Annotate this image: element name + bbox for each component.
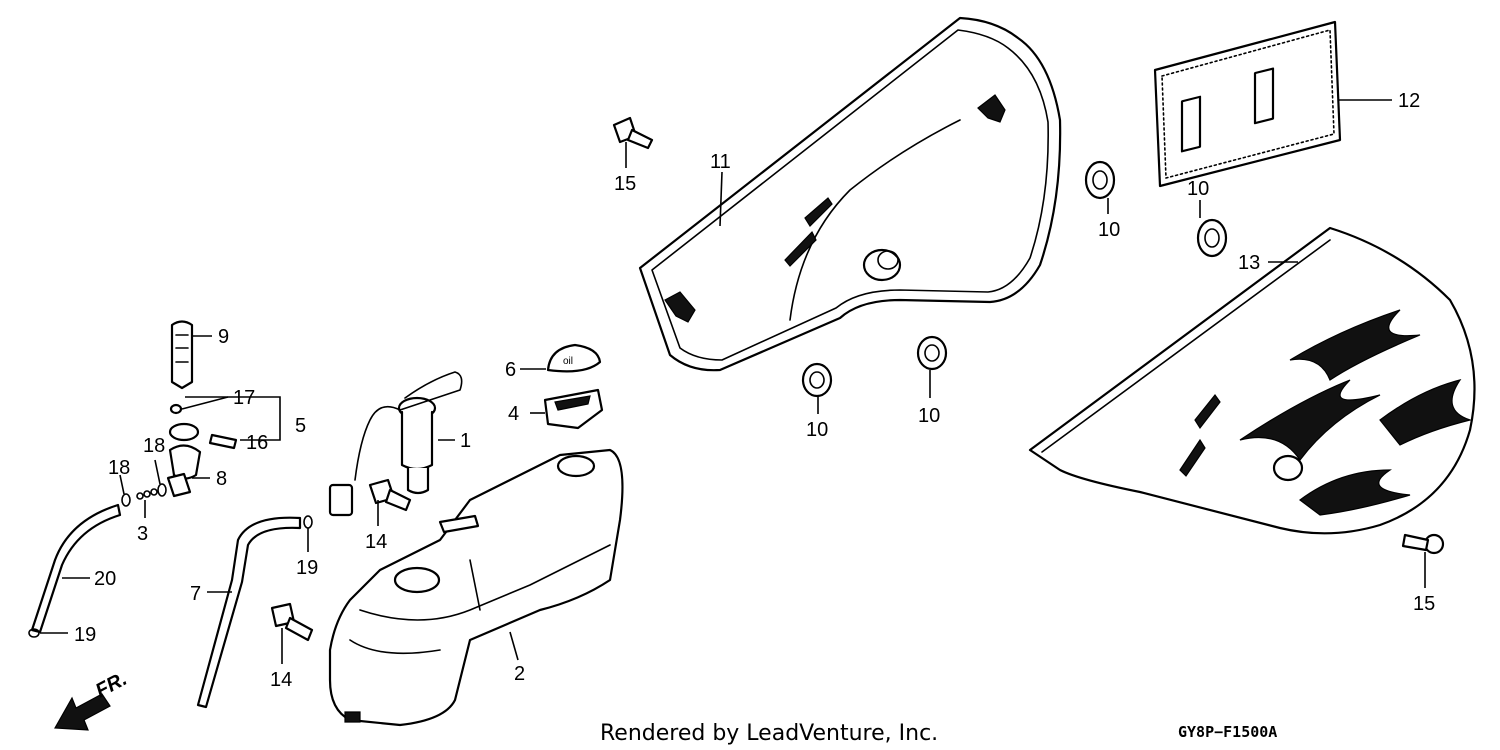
leader-lines xyxy=(40,99,1426,664)
hose-part-20 xyxy=(30,503,122,634)
callout-10-c: 10 xyxy=(806,419,828,441)
clip-part-18-a xyxy=(121,493,131,507)
callout-10-b: 10 xyxy=(1187,178,1209,200)
emblem-plate-part-12 xyxy=(1153,20,1342,188)
side-cover-part-13 xyxy=(1028,226,1476,535)
oil-tank-part-2 xyxy=(328,448,624,727)
washer-part-3 xyxy=(136,488,158,500)
callout-13: 13 xyxy=(1238,252,1260,274)
callout-14-a: 14 xyxy=(365,531,387,553)
callout-6: 6 xyxy=(505,359,516,381)
callout-11: 11 xyxy=(710,151,731,173)
hose-part-7 xyxy=(196,516,302,709)
cap-text: oil xyxy=(563,356,573,367)
callout-10-d: 10 xyxy=(918,405,940,427)
screw-part-15-lower xyxy=(1401,533,1445,555)
callout-10-a: 10 xyxy=(1098,219,1120,241)
clip-part-18-b xyxy=(157,483,167,497)
callout-labels: 1 2 3 4 5 6 7 8 9 10 10 10 10 11 12 13 1… xyxy=(74,90,1435,691)
front-arrow-icon xyxy=(54,693,111,731)
grommet-part-10-b xyxy=(1196,218,1228,258)
callout-3: 3 xyxy=(137,523,148,545)
drawing-code: GY8P−F1500A xyxy=(1178,723,1277,741)
clip-part-19-b xyxy=(28,628,40,638)
front-direction-indicator: FR. xyxy=(54,668,131,731)
callout-16: 16 xyxy=(246,432,268,454)
callout-15-b: 15 xyxy=(1413,593,1435,615)
callout-15-a: 15 xyxy=(614,173,636,195)
bolt-part-14-lower xyxy=(270,602,314,642)
callout-9: 9 xyxy=(218,326,229,348)
callout-17: 17 xyxy=(233,387,255,409)
callout-5: 5 xyxy=(295,415,306,437)
callout-1: 1 xyxy=(460,430,471,452)
callout-18-a: 18 xyxy=(108,457,130,479)
oil-sensor-part-1 xyxy=(328,371,463,517)
callout-7: 7 xyxy=(190,583,201,605)
cap-holder-part-4 xyxy=(543,388,604,430)
grommet-part-10-c xyxy=(801,362,833,398)
credit-text: Rendered by LeadVenture, Inc. xyxy=(600,721,938,746)
fitting-part-8 xyxy=(166,444,202,498)
callout-12: 12 xyxy=(1398,90,1420,112)
grommet-part-10-d xyxy=(916,335,948,371)
callout-2: 2 xyxy=(514,663,525,685)
callout-18-b: 18 xyxy=(143,435,165,457)
callout-14-b: 14 xyxy=(270,669,292,691)
o-ring-part-17 xyxy=(169,403,183,415)
callout-4: 4 xyxy=(508,403,519,425)
clamp-ring-part-5 xyxy=(168,422,200,442)
callout-19-a: 19 xyxy=(296,557,318,579)
screw-part-15-upper xyxy=(612,116,654,150)
bolt-part-14-upper xyxy=(368,478,412,512)
callout-19-b: 19 xyxy=(74,624,96,646)
clip-part-19-a xyxy=(303,515,313,529)
callout-8: 8 xyxy=(216,468,227,490)
strainer-part-9 xyxy=(170,320,194,390)
grommet-part-10-a xyxy=(1084,160,1116,200)
side-cover-part-11 xyxy=(638,16,1062,372)
oil-cap-part-6: oil xyxy=(546,343,602,373)
bolt-part-16 xyxy=(208,433,238,450)
callout-20: 20 xyxy=(94,568,116,590)
